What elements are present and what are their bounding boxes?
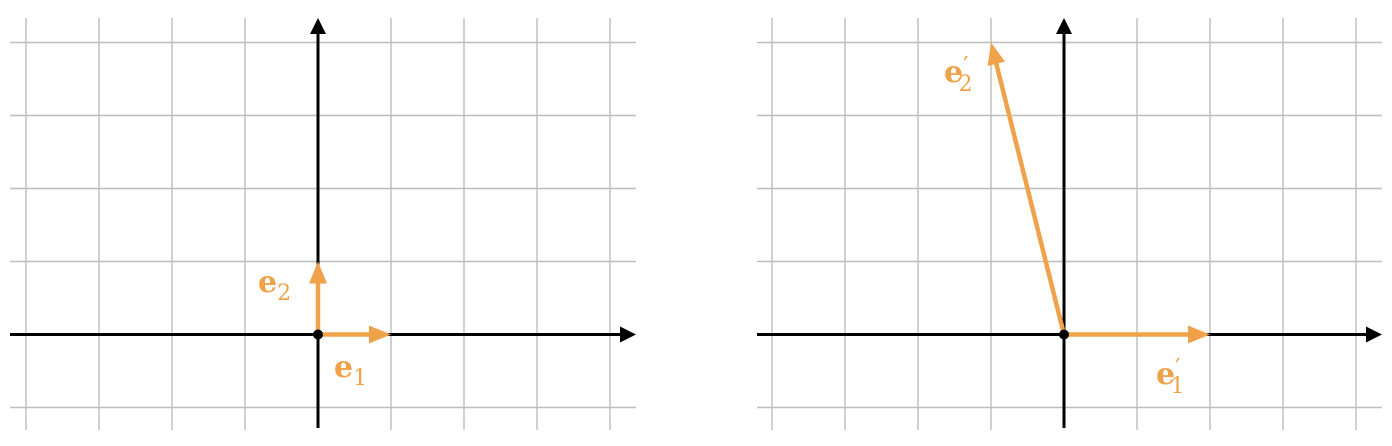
label-e2-subscript: 2 xyxy=(277,281,291,306)
label-e2-prime-mark: ′ xyxy=(963,52,968,80)
label-e2-prime: e′2 xyxy=(944,52,973,97)
vector-e2p-arrowhead xyxy=(987,42,1006,67)
vector-e1 xyxy=(315,325,391,344)
right-y-axis-arrowhead xyxy=(1056,18,1072,34)
vector-e2 xyxy=(309,261,327,337)
label-e1-prime-symbol: e xyxy=(1156,357,1175,392)
label-e1-subscript: 1 xyxy=(353,366,367,391)
vector-e2p xyxy=(987,42,1067,337)
label-e1-prime: e′1 xyxy=(1156,354,1185,399)
left-vectors xyxy=(309,261,391,344)
right-origin-dot xyxy=(1059,329,1069,340)
label-e1-prime-mark: ′ xyxy=(1175,354,1180,382)
left-x-axis-arrowhead xyxy=(620,326,636,343)
label-e2: e2 xyxy=(258,265,291,306)
vector-e2-arrowhead xyxy=(309,261,327,284)
label-e2-prime-subscript: 2 xyxy=(959,72,973,97)
label-e2-prime-symbol: e xyxy=(944,55,963,90)
left-y-axis-arrowhead xyxy=(310,18,326,34)
label-e1-prime-subscript: 1 xyxy=(1171,374,1185,399)
vector-e1p xyxy=(1061,325,1210,344)
label-e1-symbol: e xyxy=(334,350,353,385)
left-origin-dot xyxy=(313,329,323,340)
left-grid xyxy=(10,18,636,430)
right-y-axis xyxy=(1056,18,1072,428)
vector-e1p-arrowhead xyxy=(1188,325,1210,344)
label-e2-symbol: e xyxy=(258,265,277,300)
vector-e1-arrowhead xyxy=(369,325,391,344)
right-coordinate-panel: e′2 e′1 xyxy=(757,18,1382,430)
left-coordinate-panel: e2 e1 xyxy=(10,18,636,430)
left-y-axis xyxy=(310,18,326,428)
right-x-axis-arrowhead xyxy=(1366,326,1382,343)
vector-e2p-shaft xyxy=(993,59,1067,337)
right-vectors xyxy=(987,42,1210,344)
label-e1: e1 xyxy=(334,350,367,391)
right-grid xyxy=(757,18,1382,430)
